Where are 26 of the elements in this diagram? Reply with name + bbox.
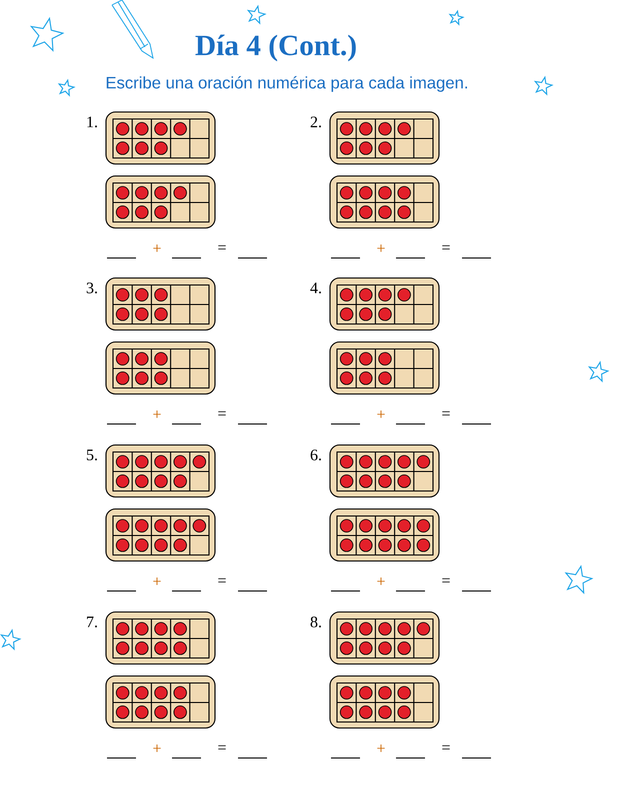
plus-sign: +	[153, 744, 161, 752]
problem-number: 3.	[86, 282, 97, 294]
plus-sign: +	[377, 744, 385, 752]
problem-number: 2.	[310, 116, 321, 128]
plus-sign: +	[377, 244, 385, 252]
problem-number: 8.	[310, 616, 321, 628]
problem-number: 1.	[87, 116, 97, 128]
equals-sign: =	[442, 578, 450, 582]
equals-sign: =	[218, 245, 226, 250]
equals-sign: =	[218, 578, 226, 582]
equals-sign: =	[442, 245, 450, 250]
instruction-text: Escribe una oración numérica para cada imagen.	[106, 76, 467, 92]
problem-number: 4.	[310, 282, 321, 294]
equals-sign: =	[218, 745, 226, 750]
equals-sign: =	[442, 411, 450, 416]
plus-sign: +	[153, 578, 161, 585]
plus-sign: +	[377, 578, 385, 585]
title: Día 4 (Cont.)	[195, 34, 356, 62]
plus-sign: +	[153, 244, 161, 252]
plus-sign: +	[377, 410, 385, 418]
problem-number: 5.	[86, 450, 97, 460]
problem-number: 6.	[310, 450, 321, 460]
problem-number: 7.	[87, 616, 97, 628]
equals-sign: =	[218, 411, 226, 416]
plus-sign: +	[153, 410, 161, 418]
equals-sign: =	[442, 745, 450, 750]
